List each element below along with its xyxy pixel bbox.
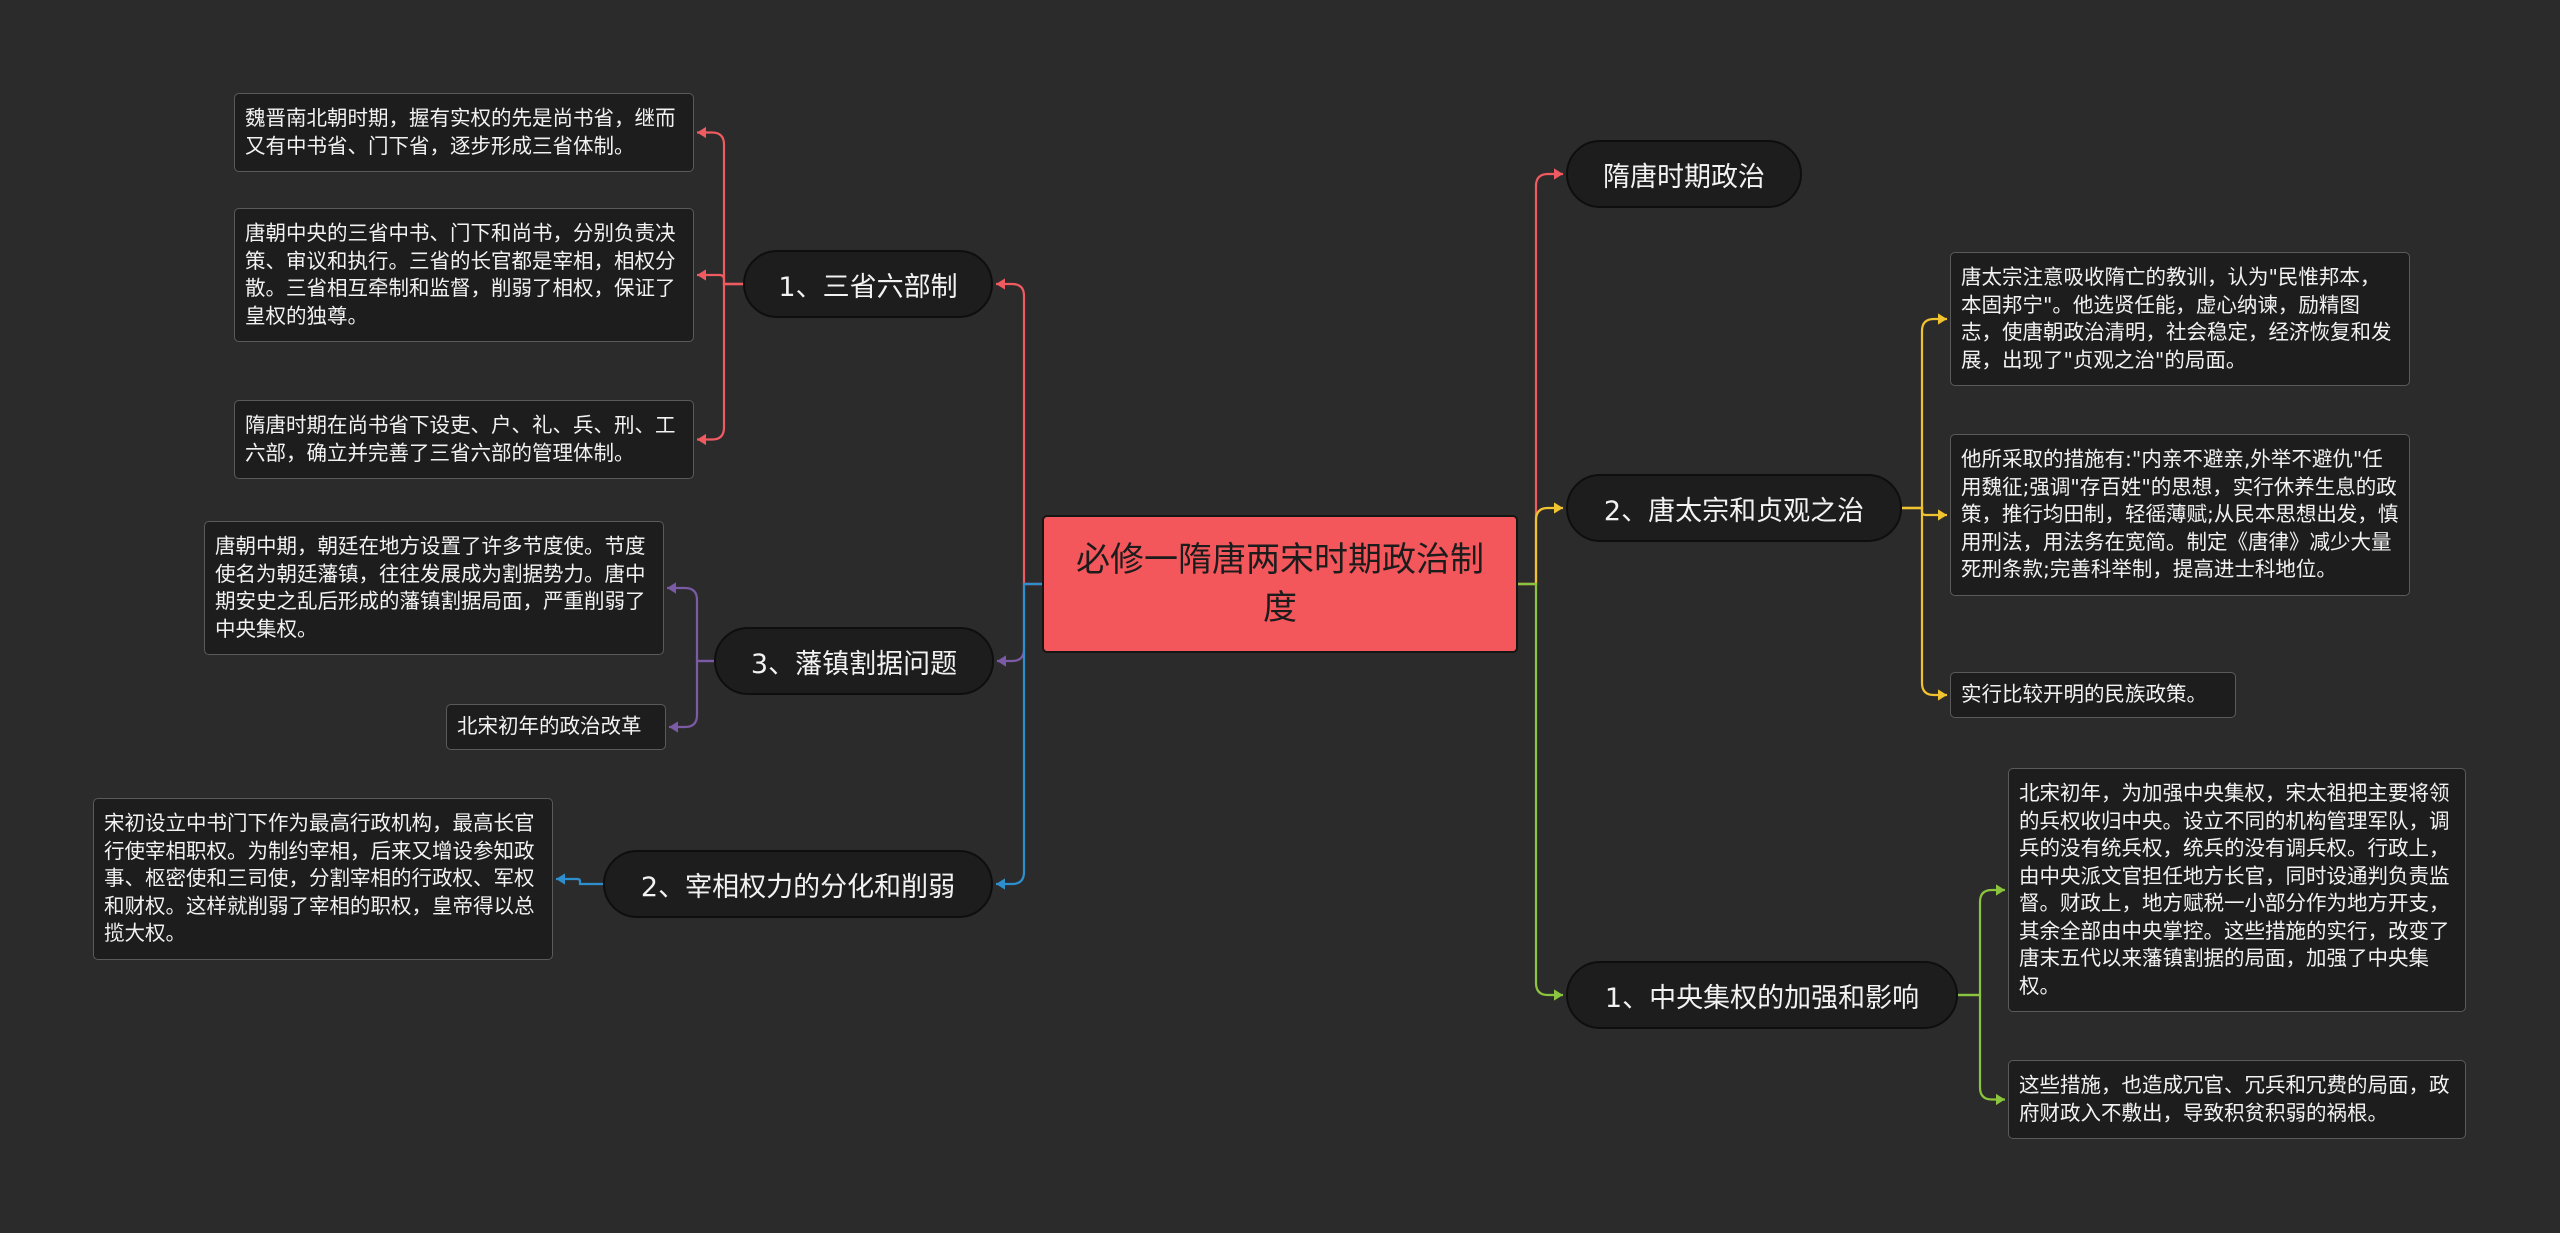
leaf-zhenguan-lessons[interactable]: 唐太宗注意吸收隋亡的教训，认为"民惟邦本，本固邦宁"。他选贤任能，虚心纳谏，励精…	[1950, 252, 2410, 386]
connector-arrow-31	[1996, 884, 2005, 896]
connector-arrow-13	[697, 126, 706, 139]
leaf-three-departments-function[interactable]: 唐朝中央的三省中书、门下和尚书，分别负责决策、审议和执行。三省的长官都是宰相，相…	[234, 208, 694, 342]
leaf-zhenguan-measures[interactable]: 他所采取的措施有:"内亲不避亲,外举不避仇"任用魏征;强调"存百姓"的思想，实行…	[1950, 434, 2410, 596]
connector-arrow-9	[1554, 502, 1563, 514]
branch-chancellor-power[interactable]: 2、宰相权力的分化和削弱	[603, 850, 993, 918]
connector-arrow-1	[996, 278, 1005, 290]
connector-arrow-23	[556, 873, 565, 885]
leaf-three-departments-origin[interactable]: 魏晋南北朝时期，握有实权的先是尚书省，继而又有中书省、门下省，逐步形成三省体制。	[234, 93, 694, 172]
connector-arrow-15	[697, 269, 706, 281]
connector-line-8	[1518, 506, 1563, 586]
connector-arrow-25	[1938, 313, 1947, 325]
connector-arrow-17	[697, 433, 706, 446]
connector-arrow-11	[1554, 989, 1563, 1001]
connector-arrow-27	[1938, 509, 1947, 521]
branch-three-departments[interactable]: 1、三省六部制	[743, 250, 993, 318]
leaf-centralization-measures[interactable]: 北宋初年，为加强中央集权，宋太祖把主要将领的兵权收归中央。设立不同的机构管理军队…	[2008, 768, 2466, 1012]
connector-line-20	[669, 659, 714, 729]
connector-line-2	[997, 582, 1042, 663]
connector-arrow-21	[669, 721, 678, 733]
connector-line-6	[1518, 172, 1563, 586]
connector-line-10	[1518, 582, 1563, 997]
root-topic[interactable]: 必修一隋唐两宋时期政治制度	[1042, 515, 1518, 653]
connector-line-32	[1958, 993, 2005, 1101]
leaf-military-governors-detail[interactable]: 唐朝中期，朝廷在地方设置了许多节度使。节度使名为朝廷藩镇，往往发展成为割据势力。…	[204, 521, 664, 655]
leaf-early-song-reform[interactable]: 北宋初年的政治改革	[446, 704, 666, 750]
connector-line-12	[697, 131, 743, 286]
leaf-six-ministries[interactable]: 隋唐时期在尚书省下设吏、户、礼、兵、刑、工六部，确立并完善了三省六部的管理体制。	[234, 400, 694, 479]
leaf-centralization-effects[interactable]: 这些措施，也造成冗官、冗兵和冗费的局面，政府财政入不敷出，导致积贫积弱的祸根。	[2008, 1060, 2466, 1139]
branch-zhenguan-reign[interactable]: 2、唐太宗和贞观之治	[1566, 474, 1902, 542]
branch-military-governors[interactable]: 3、藩镇割据问题	[714, 627, 994, 695]
leaf-ethnic-policy[interactable]: 实行比较开明的民族政策。	[1950, 672, 2236, 718]
connector-arrow-7	[1554, 168, 1563, 180]
connector-arrow-33	[1996, 1093, 2005, 1106]
connector-line-30	[1958, 888, 2005, 997]
connector-line-28	[1902, 506, 1947, 697]
connector-line-18	[667, 586, 714, 663]
branch-centralization[interactable]: 1、中央集权的加强和影响	[1566, 961, 1958, 1029]
connector-line-14	[697, 273, 743, 286]
connector-arrow-19	[667, 582, 676, 594]
connector-line-16	[697, 282, 743, 441]
connector-line-24	[1902, 317, 1947, 510]
connector-line-22	[556, 877, 603, 886]
connector-line-4	[996, 582, 1042, 886]
leaf-chancellor-power-detail[interactable]: 宋初设立中书门下作为最高行政机构，最高长官行使宰相职权。为制约宰相，后来又增设参…	[93, 798, 553, 960]
branch-sui-tang-politics[interactable]: 隋唐时期政治	[1566, 140, 1802, 208]
connector-line-0	[996, 282, 1042, 586]
connector-arrow-5	[996, 878, 1005, 890]
connector-arrow-3	[997, 655, 1006, 667]
connector-arrow-29	[1938, 689, 1947, 701]
